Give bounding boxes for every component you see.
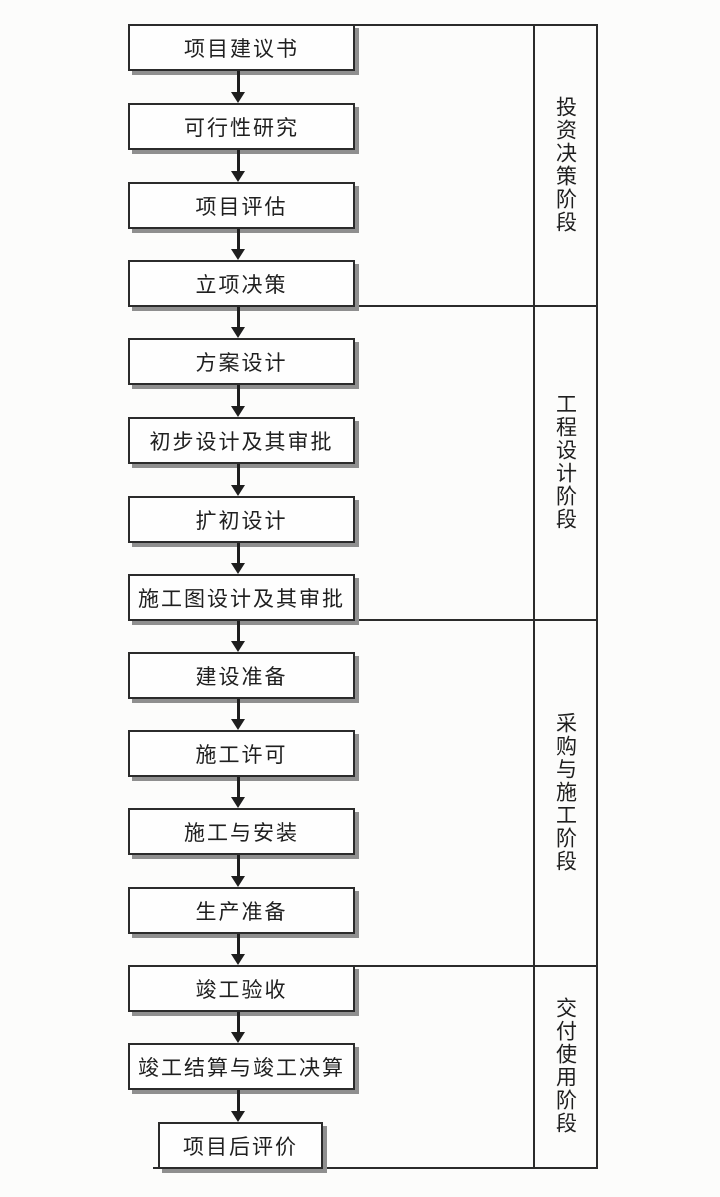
flow-step-box: 建设准备 (128, 652, 355, 699)
flow-step-label: 项目建议书 (184, 36, 299, 61)
phase-divider-line (355, 619, 598, 621)
flow-step-label: 立项决策 (195, 272, 288, 297)
arrow-down-icon (231, 543, 245, 574)
arrow-down-icon (231, 1090, 245, 1122)
phase-divider-line (355, 305, 598, 307)
flow-step-box: 施工图设计及其审批 (128, 574, 355, 621)
flow-step-label: 项目评估 (195, 194, 288, 219)
arrow-down-icon (231, 71, 245, 103)
flow-step-label: 建设准备 (195, 664, 288, 689)
phase-label: 交付使用阶段 (553, 997, 578, 1135)
flow-step-box: 方案设计 (128, 338, 355, 385)
phase-column-left-line (533, 24, 535, 1169)
arrow-down-icon (231, 1012, 245, 1043)
flow-step-box: 立项决策 (128, 260, 355, 307)
phase-column-top-line (355, 24, 598, 26)
flow-step-label: 竣工结算与竣工决算 (138, 1055, 345, 1080)
flow-step-label: 竣工验收 (195, 977, 288, 1002)
phase-column-bottom-line (153, 1167, 598, 1169)
phase-label: 工程设计阶段 (553, 393, 578, 531)
flow-step-box: 施工与安装 (128, 808, 355, 855)
flow-step-box: 项目后评价 (158, 1122, 323, 1169)
flow-step-label: 施工图设计及其审批 (138, 586, 345, 611)
flow-step-box: 项目评估 (128, 182, 355, 229)
phase-label: 采购与施工阶段 (553, 711, 578, 873)
arrow-down-icon (231, 699, 245, 730)
flow-step-label: 生产准备 (195, 899, 288, 924)
flow-step-label: 施工与安装 (184, 820, 299, 845)
phase-band-delivery-use: 交付使用阶段 (533, 967, 598, 1165)
flow-step-box: 竣工验收 (128, 965, 355, 1012)
flow-step-box: 生产准备 (128, 887, 355, 934)
flow-step-label: 项目后评价 (183, 1134, 298, 1159)
arrow-down-icon (231, 777, 245, 808)
flow-step-box: 可行性研究 (128, 103, 355, 150)
phase-band-procurement-construction: 采购与施工阶段 (533, 621, 598, 963)
arrow-down-icon (231, 229, 245, 260)
phase-band-engineering-design: 工程设计阶段 (533, 307, 598, 617)
flow-step-box: 扩初设计 (128, 496, 355, 543)
arrow-down-icon (231, 855, 245, 887)
arrow-down-icon (231, 307, 245, 338)
flow-step-label: 扩初设计 (195, 508, 288, 533)
flow-step-label: 可行性研究 (184, 115, 299, 140)
phase-column-right-line (596, 24, 598, 1169)
arrow-down-icon (231, 464, 245, 496)
flow-step-label: 方案设计 (195, 350, 288, 375)
flow-step-label: 初步设计及其审批 (149, 429, 334, 454)
flow-step-box: 施工许可 (128, 730, 355, 777)
flow-step-label: 施工许可 (195, 742, 288, 767)
phase-band-investment-decision: 投资决策阶段 (533, 26, 598, 303)
phase-label: 投资决策阶段 (553, 95, 578, 234)
flow-step-box: 初步设计及其审批 (128, 417, 355, 464)
arrow-down-icon (231, 934, 245, 965)
arrow-down-icon (231, 621, 245, 652)
phase-divider-line (355, 965, 598, 967)
arrow-down-icon (231, 385, 245, 417)
arrow-down-icon (231, 150, 245, 182)
flow-step-box: 项目建议书 (128, 24, 355, 71)
flow-step-box: 竣工结算与竣工决算 (128, 1043, 355, 1090)
